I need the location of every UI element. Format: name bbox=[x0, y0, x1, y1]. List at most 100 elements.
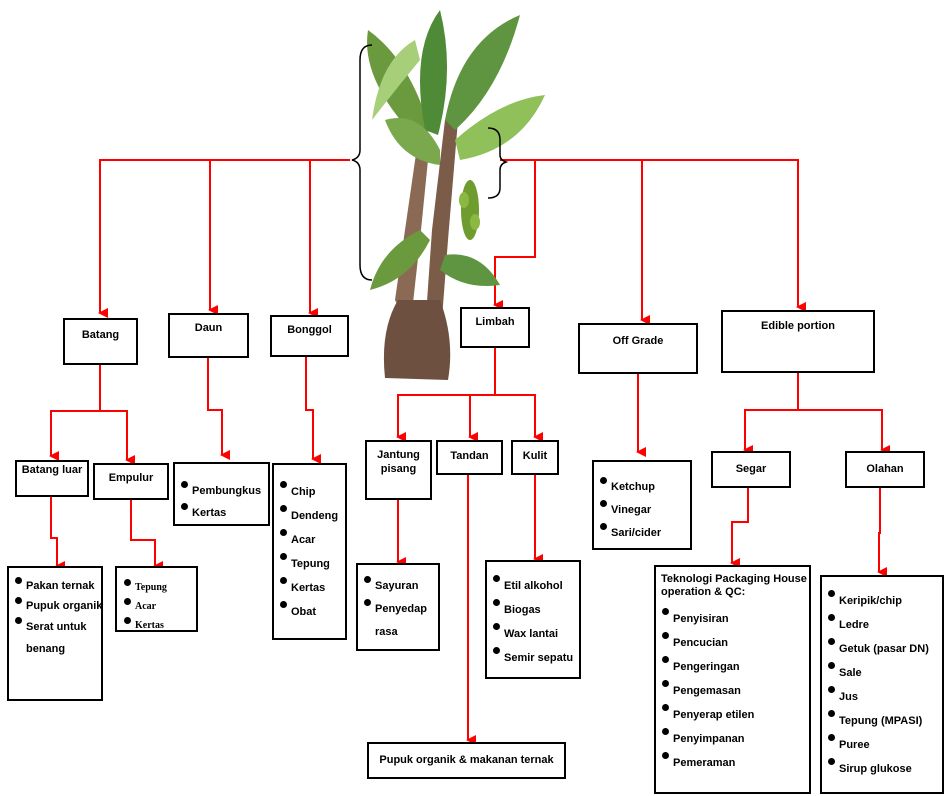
arrow-to-olahan-items bbox=[877, 488, 887, 577]
list-item: Penyerap etilen bbox=[662, 703, 754, 727]
list-item: Sari/cider bbox=[600, 522, 661, 545]
list-item: Ledre bbox=[828, 613, 929, 637]
arrow-to-daun-items bbox=[207, 358, 230, 460]
list-item: Penyedap rasa bbox=[364, 598, 435, 644]
list-item: Pembungkus bbox=[181, 480, 261, 502]
batang-luar-label: Batang luar bbox=[21, 464, 83, 476]
list-item: Serat untuk benang bbox=[15, 616, 98, 660]
arrow-to-edible bbox=[500, 159, 806, 312]
arrow-to-batang bbox=[98, 159, 350, 318]
tandan-label: Tandan bbox=[450, 450, 489, 462]
segar-title: Teknologi Packaging House operation & QC… bbox=[661, 573, 807, 598]
batang-label: Batang bbox=[81, 329, 120, 341]
olahan-box: Olahan bbox=[845, 451, 925, 488]
arrow-to-jantung bbox=[396, 348, 496, 442]
batang-box: Batang bbox=[63, 318, 138, 365]
list-item: Acar bbox=[124, 597, 167, 616]
bonggol-items-box: Chip Dendeng Acar Tepung Kertas Obat bbox=[272, 463, 347, 640]
jantung-pisang-label: Jantung pisang bbox=[377, 449, 420, 475]
off-grade-label: Off Grade bbox=[612, 335, 664, 347]
segar-items: Penyisiran Pencucian Pengeringan Pengema… bbox=[662, 607, 754, 775]
list-item: Sayuran bbox=[364, 575, 435, 598]
bonggol-box: Bonggol bbox=[270, 315, 349, 357]
kulit-label: Kulit bbox=[522, 450, 548, 462]
kulit-items: Etil alkohol Biogas Wax lantai Semir sep… bbox=[493, 574, 573, 670]
list-item: Obat bbox=[280, 600, 338, 624]
arrow-to-empulur bbox=[100, 410, 135, 465]
list-item: Sirup glukose bbox=[828, 757, 929, 781]
list-item: Pakan ternak bbox=[15, 576, 102, 596]
arrow-to-segar-items bbox=[730, 488, 749, 568]
arrow-to-kulit bbox=[495, 394, 543, 442]
daun-label: Daun bbox=[194, 322, 223, 334]
list-item: Pengeringan bbox=[662, 655, 754, 679]
arrow-to-limbah bbox=[493, 160, 536, 310]
arrow-to-olahan bbox=[798, 409, 890, 455]
list-item: Pencucian bbox=[662, 631, 754, 655]
kulit-items-box: Etil alkohol Biogas Wax lantai Semir sep… bbox=[485, 560, 581, 679]
limbah-box: Limbah bbox=[460, 307, 530, 348]
list-item: Jus bbox=[828, 685, 929, 709]
list-item: Pemeraman bbox=[662, 751, 754, 775]
arrow-to-bonggol-items bbox=[305, 357, 321, 464]
jantung-items-box: Sayuran Penyedap rasa bbox=[356, 563, 440, 651]
list-item: Keripik/chip bbox=[828, 589, 929, 613]
batang-luar-box: Batang luar bbox=[15, 460, 89, 497]
segar-box: Segar bbox=[711, 451, 791, 488]
off-grade-box: Off Grade bbox=[578, 323, 698, 374]
list-item: Chip bbox=[280, 480, 338, 504]
list-item: Pengemasan bbox=[662, 679, 754, 703]
arrow-to-batang-luar bbox=[49, 365, 101, 461]
daun-box: Daun bbox=[168, 313, 249, 358]
list-item: Pupuk organik bbox=[15, 596, 102, 616]
list-item: Getuk (pasar DN) bbox=[828, 637, 929, 661]
list-item: Dendeng bbox=[280, 504, 338, 528]
tandan-box: Tandan bbox=[436, 440, 503, 475]
list-item: Semir sepatu bbox=[493, 646, 573, 670]
segar-label: Segar bbox=[735, 463, 767, 475]
list-item: Kertas bbox=[124, 616, 167, 635]
jantung-pisang-box: Jantung pisang bbox=[365, 440, 432, 500]
segar-items-box: Teknologi Packaging House operation & QC… bbox=[654, 565, 811, 794]
list-item: Ketchup bbox=[600, 476, 661, 499]
list-item: Tepung bbox=[280, 552, 338, 576]
list-item: Acar bbox=[280, 528, 338, 552]
kulit-box: Kulit bbox=[511, 440, 559, 475]
off-grade-items-box: Ketchup Vinegar Sari/cider bbox=[592, 460, 692, 550]
list-item: Vinegar bbox=[600, 499, 661, 522]
list-item: Tepung bbox=[124, 578, 167, 597]
off-grade-items: Ketchup Vinegar Sari/cider bbox=[600, 476, 661, 545]
batang-luar-items: Pakan ternak Pupuk organik Serat untuk b… bbox=[15, 576, 102, 660]
list-item: Penyisiran bbox=[662, 607, 754, 631]
list-item: Kertas bbox=[181, 502, 261, 524]
daun-items-box: Pembungkus Kertas bbox=[173, 462, 270, 526]
banana-plant-icon bbox=[351, 10, 545, 380]
list-item: Tepung (MPASI) bbox=[828, 709, 929, 733]
list-item: Etil alkohol bbox=[493, 574, 573, 598]
list-item: Kertas bbox=[280, 576, 338, 600]
bonggol-items: Chip Dendeng Acar Tepung Kertas Obat bbox=[280, 480, 338, 624]
olahan-items-box: Keripik/chip Ledre Getuk (pasar DN) Sale… bbox=[820, 575, 944, 794]
arrow-to-batang-luar-items bbox=[50, 497, 65, 571]
daun-items: Pembungkus Kertas bbox=[181, 480, 261, 524]
list-item: Puree bbox=[828, 733, 929, 757]
olahan-label: Olahan bbox=[866, 463, 904, 475]
list-item: Biogas bbox=[493, 598, 573, 622]
edible-portion-label: Edible portion bbox=[761, 320, 835, 332]
list-item: Penyimpanan bbox=[662, 727, 754, 751]
bonggol-label: Bonggol bbox=[287, 324, 332, 336]
list-item: Wax lantai bbox=[493, 622, 573, 646]
empulur-box: Empulur bbox=[93, 463, 169, 500]
empulur-items: Tepung Acar Kertas bbox=[124, 578, 167, 635]
jantung-items: Sayuran Penyedap rasa bbox=[364, 575, 435, 644]
edible-portion-box: Edible portion bbox=[721, 310, 875, 373]
empulur-items-box: Tepung Acar Kertas bbox=[115, 566, 198, 632]
arrow-to-segar bbox=[743, 373, 799, 455]
olahan-items: Keripik/chip Ledre Getuk (pasar DN) Sale… bbox=[828, 589, 929, 781]
batang-luar-items-box: Pakan ternak Pupuk organik Serat untuk b… bbox=[7, 566, 103, 701]
limbah-label: Limbah bbox=[475, 316, 515, 328]
arrow-to-empulur-items bbox=[130, 500, 163, 571]
list-item: Sale bbox=[828, 661, 929, 685]
empulur-label: Empulur bbox=[108, 472, 154, 484]
